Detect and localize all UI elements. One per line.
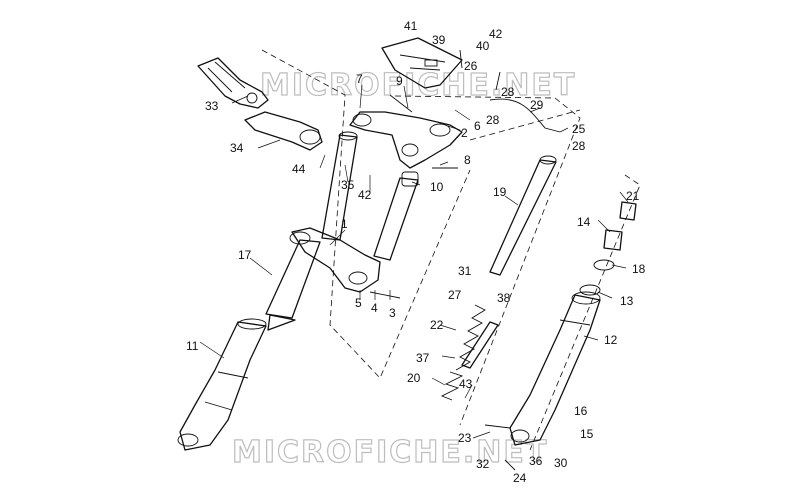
upper-triple-clamp: [349, 111, 463, 169]
part-label-41: 41: [404, 19, 418, 33]
steering-stem: [373, 171, 419, 261]
watermark-top: MICROFICHE.NET: [260, 68, 576, 103]
part-label-31: 31: [458, 264, 472, 278]
assembly-guide-lines: [261, 49, 641, 451]
part-label-6: 6: [474, 119, 481, 133]
clip-on-handle: [244, 111, 323, 151]
part-label-11: 11: [186, 339, 199, 353]
part-label-42-mid: 42: [358, 188, 372, 202]
part-label-23: 23: [458, 431, 472, 445]
part-label-28-b: 28: [486, 113, 500, 127]
damper-rod: [489, 155, 557, 276]
part-label-17: 17: [238, 248, 252, 262]
part-label-25: 25: [572, 122, 586, 136]
part-label-15: 15: [580, 427, 594, 441]
leader-lines: [199, 84, 629, 439]
right-slider: [509, 291, 601, 446]
part-label-35: 35: [341, 178, 355, 192]
part-label-10: 10: [430, 180, 444, 194]
spacer-rod: [461, 321, 499, 369]
part-label-40: 40: [476, 39, 490, 53]
bolts: [369, 49, 516, 471]
part-label-14: 14: [577, 215, 591, 229]
part-label-29: 29: [530, 98, 544, 112]
part-label-27: 27: [448, 288, 462, 302]
part-label-28-c: 28: [572, 139, 586, 153]
part-label-5: 5: [355, 296, 362, 310]
handlebar-bracket: [197, 57, 269, 109]
part-label-9: 9: [396, 74, 403, 88]
fork-spring: [440, 304, 486, 401]
part-label-18: 18: [632, 262, 646, 276]
part-label-19: 19: [493, 185, 507, 199]
part-label-16: 16: [574, 404, 588, 418]
part-label-39: 39: [432, 33, 446, 47]
part-label-13: 13: [620, 294, 634, 308]
part-label-32: 32: [476, 457, 490, 471]
part-label-44: 44: [292, 162, 306, 176]
part-label-22: 22: [430, 318, 444, 332]
part-label-8: 8: [464, 153, 471, 167]
part-label-4: 4: [371, 301, 378, 315]
part-label-28-a: 28: [501, 85, 515, 99]
part-label-42-top: 42: [489, 27, 503, 41]
part-label-37: 37: [416, 351, 430, 365]
part-label-12: 12: [604, 333, 618, 347]
part-label-34: 34: [230, 141, 244, 155]
part-label-3: 3: [389, 306, 396, 320]
part-label-2: 2: [461, 126, 468, 140]
part-label-43: 43: [459, 377, 473, 391]
part-label-30: 30: [554, 456, 568, 470]
part-label-33: 33: [205, 99, 219, 113]
part-labels: 1 2 3 4 5 6 7 8 9 10 11 12 13 14 15 16 1…: [186, 19, 646, 485]
watermark-bottom: MICROFICHE.NET: [232, 435, 548, 470]
part-label-36: 36: [529, 454, 543, 468]
part-label-1: 1: [341, 217, 348, 231]
part-label-7: 7: [356, 72, 363, 86]
left-fork-tube: [265, 131, 358, 331]
top-clamp-plate: [381, 37, 463, 89]
brake-line: [489, 98, 561, 133]
right-fork-seals: [579, 201, 637, 296]
part-label-20: 20: [407, 371, 421, 385]
lower-triple-clamp: [289, 227, 381, 293]
part-label-24: 24: [513, 471, 527, 485]
part-label-26: 26: [464, 59, 478, 73]
left-slider: [177, 318, 267, 451]
part-label-38: 38: [497, 291, 511, 305]
part-label-21: 21: [626, 189, 640, 203]
